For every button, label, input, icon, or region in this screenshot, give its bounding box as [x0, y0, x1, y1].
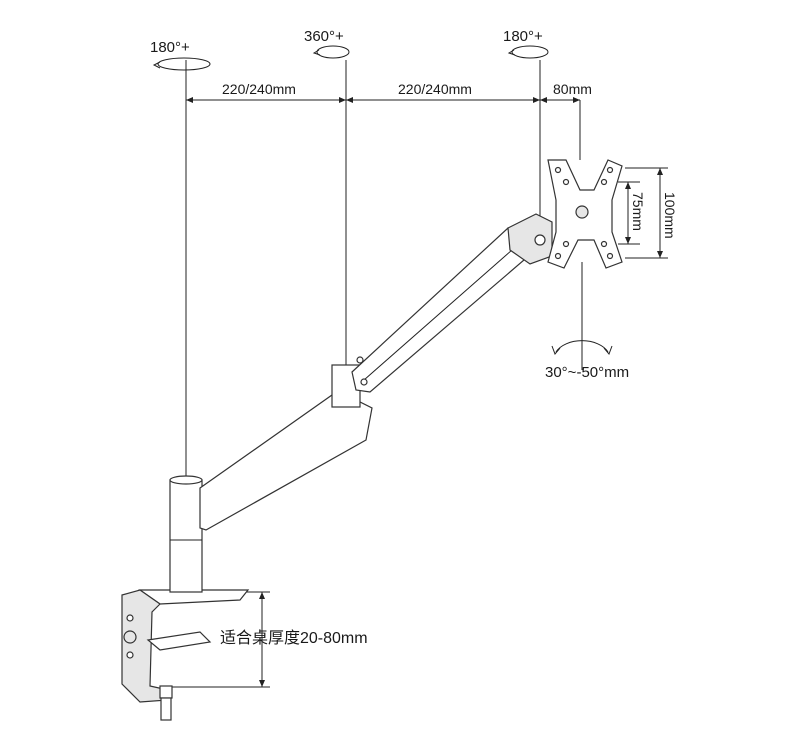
vesa75-label: 75mm [630, 192, 646, 231]
clamp-screw [159, 685, 173, 699]
rotation-icon [511, 45, 549, 59]
horizontal-dimension [186, 97, 580, 103]
vesa-hole-icon [562, 178, 570, 186]
gas-spring [363, 249, 513, 381]
arrow-head-icon [603, 345, 613, 355]
vesa100-label: 100mm [662, 192, 678, 239]
arrow-head-icon [551, 345, 561, 355]
tilt-knob-icon [534, 234, 546, 246]
clamp-lower-plate [146, 631, 212, 651]
knob-icon [123, 630, 137, 644]
rotation-arrow-head [507, 45, 549, 59]
tilt-range-label: 30°~-50°mm [545, 364, 629, 381]
arrow-head-icon [507, 49, 516, 56]
vesa-hole-icon [554, 166, 562, 174]
arrow-head-icon [152, 61, 161, 69]
screw-icon [126, 651, 134, 659]
guide-lines [185, 60, 583, 485]
rotation-label-elbow: 360°+ [304, 28, 344, 45]
pivot-icon [356, 356, 364, 364]
rotation-label-base: 180°+ [150, 39, 190, 56]
rotation-arrow-base [152, 57, 211, 71]
arrow-head-icon [312, 49, 321, 56]
tilt-arrow [551, 340, 613, 355]
base-pole [169, 479, 203, 593]
rotation-icon [316, 45, 350, 59]
monitor-arm [121, 159, 623, 721]
rotation-label-head: 180°+ [503, 28, 543, 45]
vesa-center-icon [575, 205, 589, 219]
rotation-arrow-elbow [312, 45, 350, 59]
lower-arm [199, 394, 373, 531]
vesa-hole-icon [562, 240, 570, 248]
vesa-hole-icon [606, 166, 614, 174]
pole-top [169, 475, 203, 485]
pivot-icon [360, 378, 368, 386]
clamp-screw-rod [160, 697, 172, 721]
vesa-hole-icon [606, 252, 614, 260]
vesa-dimensions [618, 167, 668, 259]
screw-icon [126, 614, 134, 622]
tilt-arc-icon [555, 340, 609, 353]
vesa-hole-icon [554, 252, 562, 260]
arm2-length-label: 220/240mm [398, 81, 472, 97]
desk-thickness-label: 适合桌厚度20-80mm [220, 629, 368, 647]
arm1-length-label: 220/240mm [222, 81, 296, 97]
rotation-icon [157, 57, 211, 71]
head-offset-label: 80mm [553, 81, 592, 97]
vesa-hole-icon [600, 178, 608, 186]
vesa-hole-icon [600, 240, 608, 248]
